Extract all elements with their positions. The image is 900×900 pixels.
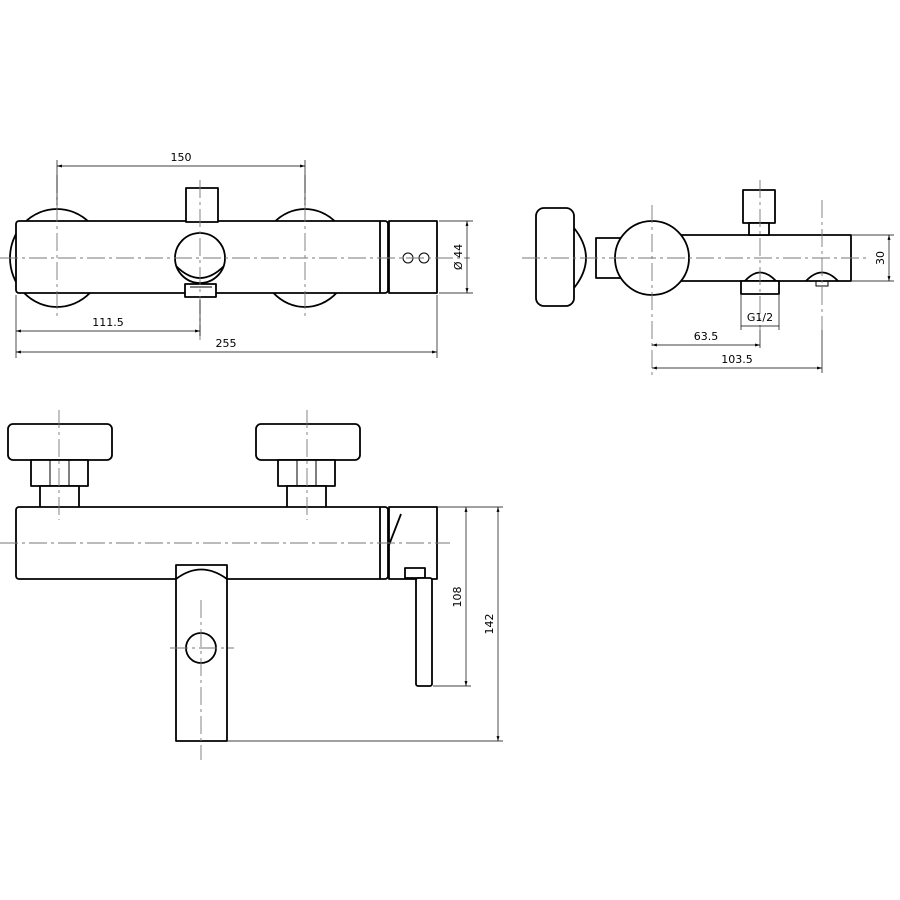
- dim-lever-height: 108: [451, 587, 464, 608]
- dim-projection: 103.5: [721, 353, 753, 366]
- front-view: 108 142: [0, 410, 503, 760]
- dim-spout-offset: 111.5: [92, 316, 124, 329]
- dim-handle-spacing: 150: [171, 151, 192, 164]
- dim-overall-height: 142: [483, 614, 496, 635]
- top-view: 150 111.5 255 Ø 44: [0, 151, 473, 358]
- dim-body-height: 30: [874, 251, 887, 265]
- dim-outlet-thread: G1/2: [747, 311, 773, 324]
- dim-overall-width: 255: [216, 337, 237, 350]
- dim-cap-diameter: Ø 44: [452, 244, 465, 270]
- side-view: 30 G1/2 63.5 103.5: [522, 180, 894, 375]
- dim-outlet-offset: 63.5: [694, 330, 719, 343]
